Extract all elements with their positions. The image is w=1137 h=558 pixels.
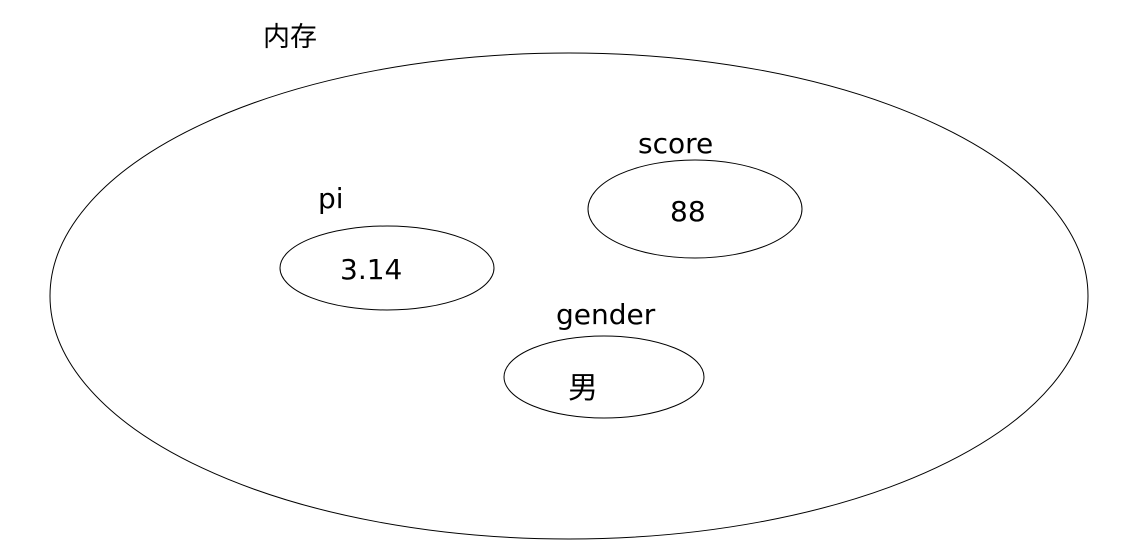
variable-name-score: score [638, 127, 713, 160]
variable-name-gender: gender [556, 298, 656, 331]
variable-name-pi: pi [318, 182, 344, 215]
memory-container-label: 内存 [263, 22, 317, 53]
variable-ellipse-score[interactable] [588, 160, 802, 258]
variable-ellipse-pi[interactable] [280, 226, 494, 310]
variable-value-pi: 3.14 [340, 253, 402, 286]
memory-container-ellipse[interactable] [50, 53, 1088, 539]
variable-ellipse-gender[interactable] [504, 336, 704, 418]
variable-value-gender: 男 [568, 371, 598, 406]
variable-value-score: 88 [670, 195, 706, 228]
